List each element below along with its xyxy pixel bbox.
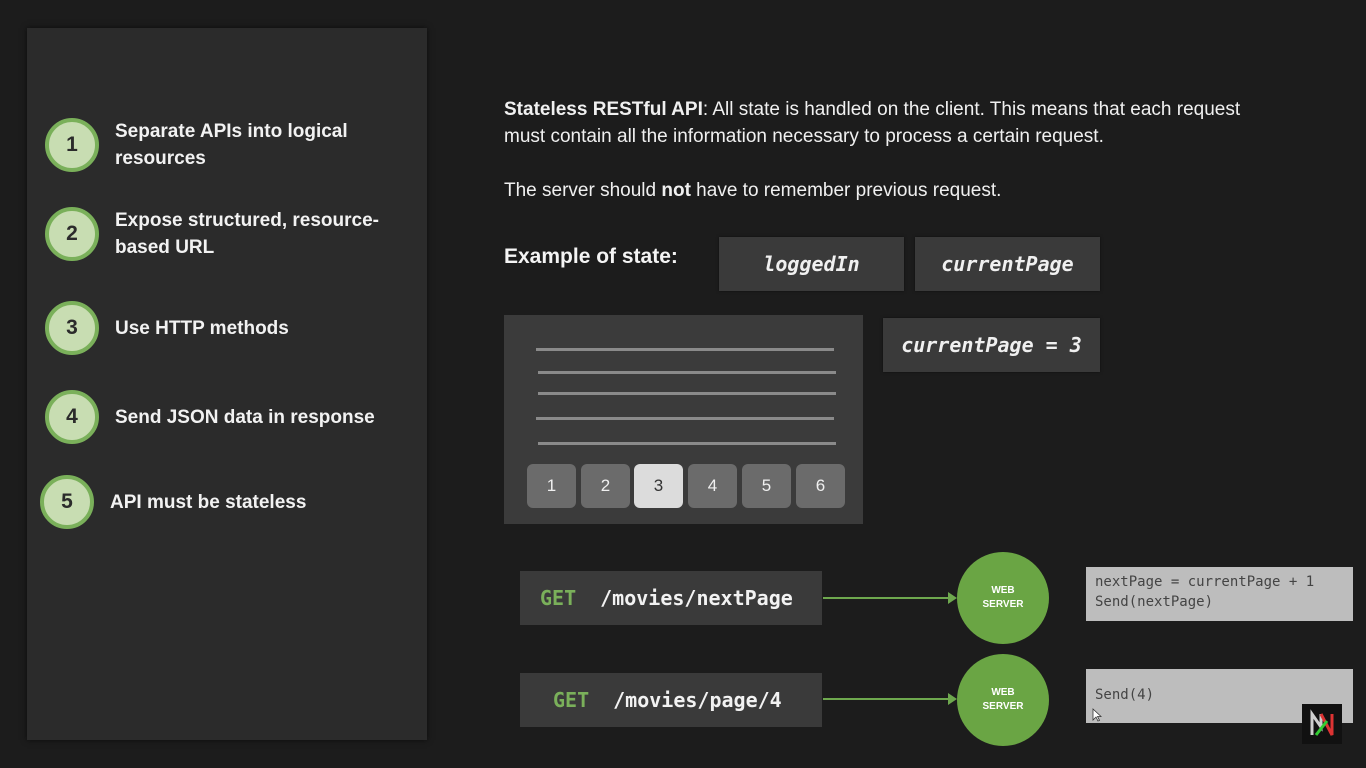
step-number: 3: [45, 301, 99, 355]
request-nextpage: GET /movies/nextPage: [520, 571, 822, 625]
web-server-icon: WEB SERVER: [957, 552, 1049, 644]
intro-paragraph: Stateless RESTful API: All state is hand…: [504, 96, 1264, 150]
server-text-pre: The server should: [504, 180, 662, 201]
request-page-4: GET /movies/page/4: [520, 673, 822, 727]
step-1: 1 Separate APIs into logical resources: [45, 118, 395, 172]
http-method: GET: [540, 586, 577, 610]
server-paragraph: The server should not have to remember p…: [504, 177, 1264, 204]
arrow-icon: [823, 693, 957, 705]
code-line: nextPage = currentPage + 1: [1095, 574, 1315, 590]
text-line: [538, 392, 836, 395]
page-button-3-active[interactable]: 3: [634, 464, 683, 508]
intro-bold: Stateless RESTful API: [504, 99, 703, 120]
code-snippet-1: nextPage = currentPage + 1 Send(nextPage…: [1086, 567, 1353, 621]
request-path: /movies/page/4: [613, 688, 782, 712]
page-mockup: 1 2 3 4 5 6: [504, 315, 863, 524]
text-line: [536, 348, 834, 351]
mouse-cursor-icon: [1092, 708, 1103, 727]
step-number: 1: [45, 118, 99, 172]
sidebar-panel: 1 Separate APIs into logical resources 2…: [27, 28, 427, 740]
step-label: API must be stateless: [110, 491, 307, 513]
server-label: WEB SERVER: [982, 687, 1024, 712]
step-number: 2: [45, 207, 99, 261]
server-text-post: have to remember previous request.: [690, 180, 1002, 201]
text-line: [536, 417, 834, 420]
step-label: Separate APIs into logical resources: [115, 121, 348, 169]
step-number: 4: [45, 390, 99, 444]
brand-logo-icon: [1302, 704, 1342, 744]
http-method: GET: [553, 688, 590, 712]
web-server-icon: WEB SERVER: [957, 654, 1049, 746]
page-button-1[interactable]: 1: [527, 464, 576, 508]
page-button-4[interactable]: 4: [688, 464, 737, 508]
step-number: 5: [40, 475, 94, 529]
request-path: /movies/nextPage: [600, 586, 793, 610]
current-page-box: currentPage = 3: [883, 318, 1100, 372]
step-3: 3 Use HTTP methods: [45, 301, 395, 355]
page-button-2[interactable]: 2: [581, 464, 630, 508]
server-text-bold: not: [661, 180, 691, 201]
code-line: Send(4): [1095, 687, 1155, 703]
text-line: [538, 442, 836, 445]
step-2: 2 Expose structured, resource-based URL: [45, 207, 395, 261]
intro-text: : All state is handled on the client. Th…: [504, 99, 1241, 147]
text-line: [538, 371, 836, 374]
step-4: 4 Send JSON data in response: [45, 390, 395, 444]
code-line: Send(nextPage): [1095, 594, 1214, 610]
state-box-loggedin: loggedIn: [719, 237, 904, 291]
state-box-currentpage: currentPage: [915, 237, 1100, 291]
page-button-6[interactable]: 6: [796, 464, 845, 508]
arrow-icon: [823, 592, 957, 604]
example-label: Example of state:: [504, 245, 678, 268]
step-label: Use HTTP methods: [115, 317, 289, 339]
step-5: 5 API must be stateless: [40, 475, 390, 529]
server-label: WEB SERVER: [982, 585, 1024, 610]
page-button-5[interactable]: 5: [742, 464, 791, 508]
step-label: Expose structured, resource-based URL: [115, 210, 379, 258]
step-label: Send JSON data in response: [115, 406, 375, 428]
